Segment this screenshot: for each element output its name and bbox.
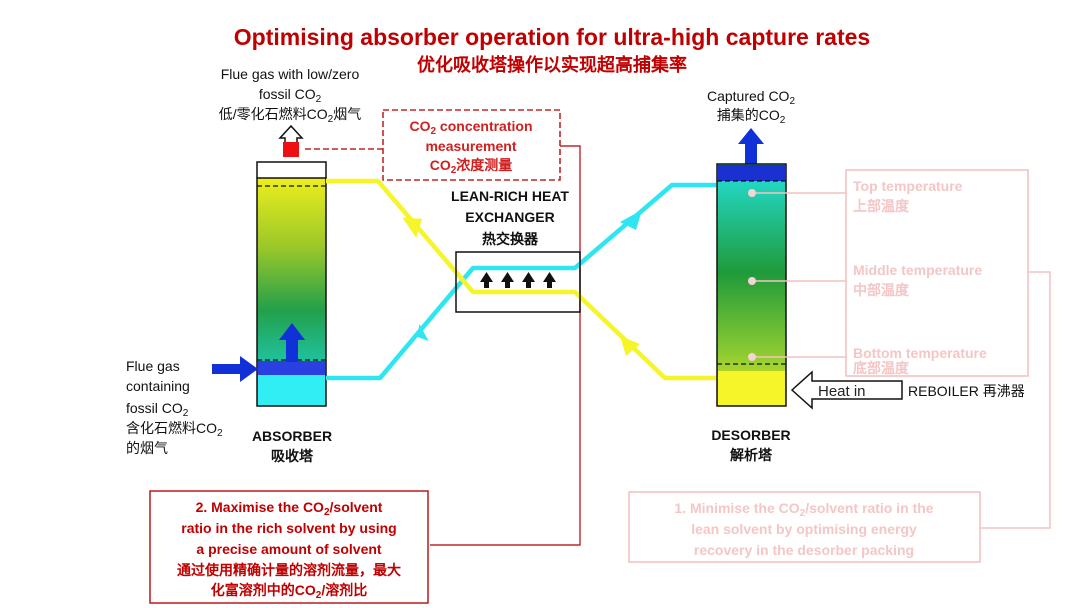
desorber-sump <box>718 371 785 405</box>
captured-co2-arrow <box>738 128 764 166</box>
svg-text:lean solvent by optimising ene: lean solvent by optimising energy <box>691 521 917 537</box>
temperature-sensors <box>748 189 846 361</box>
heat-in-label: Heat in <box>818 383 866 400</box>
flue-out-label: Flue gas with low/zero <box>221 66 360 82</box>
box1-lean-solvent <box>628 491 981 563</box>
svg-text:化富溶剂中的CO2/溶剂比: 化富溶剂中的CO2/溶剂比 <box>211 582 367 601</box>
box1-leader <box>980 271 1051 529</box>
rich-solvent-line <box>326 178 716 381</box>
svg-text:CO2浓度测量: CO2浓度测量 <box>430 157 513 176</box>
flue-in-label: Flue gas containing <box>126 358 190 394</box>
svg-text:热交换器: 热交换器 <box>482 231 539 247</box>
svg-text:吸收塔: 吸收塔 <box>271 448 314 464</box>
svg-text:fossil CO2: fossil CO2 <box>259 86 322 105</box>
temp-mid-label: Middle temperature <box>853 262 982 278</box>
svg-text:fossil CO2: fossil CO2 <box>126 400 189 419</box>
desorber-column <box>716 163 787 407</box>
svg-text:measurement: measurement <box>425 138 516 154</box>
svg-text:2. Maximise the CO2/solvent: 2. Maximise the CO2/solvent <box>196 499 383 518</box>
co2-measurement-box <box>382 109 561 181</box>
svg-text:1. Minimise the CO2/solvent ra: 1. Minimise the CO2/solvent ratio in the <box>674 500 933 519</box>
heat-in-arrow <box>790 370 903 410</box>
lean-arrowhead-1 <box>416 324 429 342</box>
desorber-label: DESORBER <box>711 427 790 443</box>
reboiler-label: REBOILER 再沸器 <box>908 383 1025 399</box>
rich-arrowhead-1 <box>402 217 423 238</box>
desorber-top-zone <box>718 165 785 181</box>
svg-text:中部温度: 中部温度 <box>853 282 910 298</box>
absorber-sump <box>258 375 325 405</box>
heat-exchanger <box>455 251 581 313</box>
temp-top-label: Top temperature <box>853 178 963 194</box>
svg-text:解析塔: 解析塔 <box>730 447 773 463</box>
svg-text:含化石燃料CO2: 含化石燃料CO2 <box>126 420 223 439</box>
svg-text:的烟气: 的烟气 <box>126 440 168 456</box>
absorber-label: ABSORBER <box>252 428 332 444</box>
svg-text:recovery in the desorber packi: recovery in the desorber packing <box>694 542 914 558</box>
measure-leader-right <box>430 145 581 546</box>
svg-text:低/零化石燃料CO2烟气: 低/零化石燃料CO2烟气 <box>219 106 361 125</box>
svg-text:底部温度: 底部温度 <box>853 360 910 376</box>
captured-label: Captured CO2 <box>707 88 795 107</box>
absorber-gas-inlet-zone <box>258 361 325 375</box>
svg-text:ratio in the rich solvent by u: ratio in the rich solvent by using <box>181 520 396 536</box>
absorber-gas-up-arrow <box>279 323 305 362</box>
co2-sensor <box>283 142 299 157</box>
temperature-box <box>845 169 1029 377</box>
svg-text:通过使用精确计量的溶剂流量，最大: 通过使用精确计量的溶剂流量，最大 <box>177 562 401 578</box>
hx-label: LEAN-RICH HEAT <box>451 188 569 204</box>
svg-text:上部温度: 上部温度 <box>853 198 910 214</box>
hx-up-arrows <box>480 272 556 288</box>
lean-solvent-line <box>326 182 716 381</box>
svg-text:a precise amount of solvent: a precise amount of solvent <box>196 541 381 557</box>
flue-in-arrow <box>212 356 258 382</box>
lean-arrowhead-2 <box>620 210 642 230</box>
title-zh: 优化吸收塔操作以实现超高捕集率 <box>417 54 687 75</box>
temp-bottom-label: Bottom temperature <box>853 345 987 361</box>
svg-text:EXCHANGER: EXCHANGER <box>465 209 554 225</box>
svg-text:捕集的CO2: 捕集的CO2 <box>717 107 786 126</box>
rich-arrowhead-2 <box>620 336 640 356</box>
absorber-top-cap <box>256 161 327 178</box>
box2-rich-solvent <box>149 490 429 604</box>
title-en: Optimising absorber operation for ultra-… <box>234 24 870 50</box>
svg-text:CO2 concentration: CO2 concentration <box>409 118 532 137</box>
